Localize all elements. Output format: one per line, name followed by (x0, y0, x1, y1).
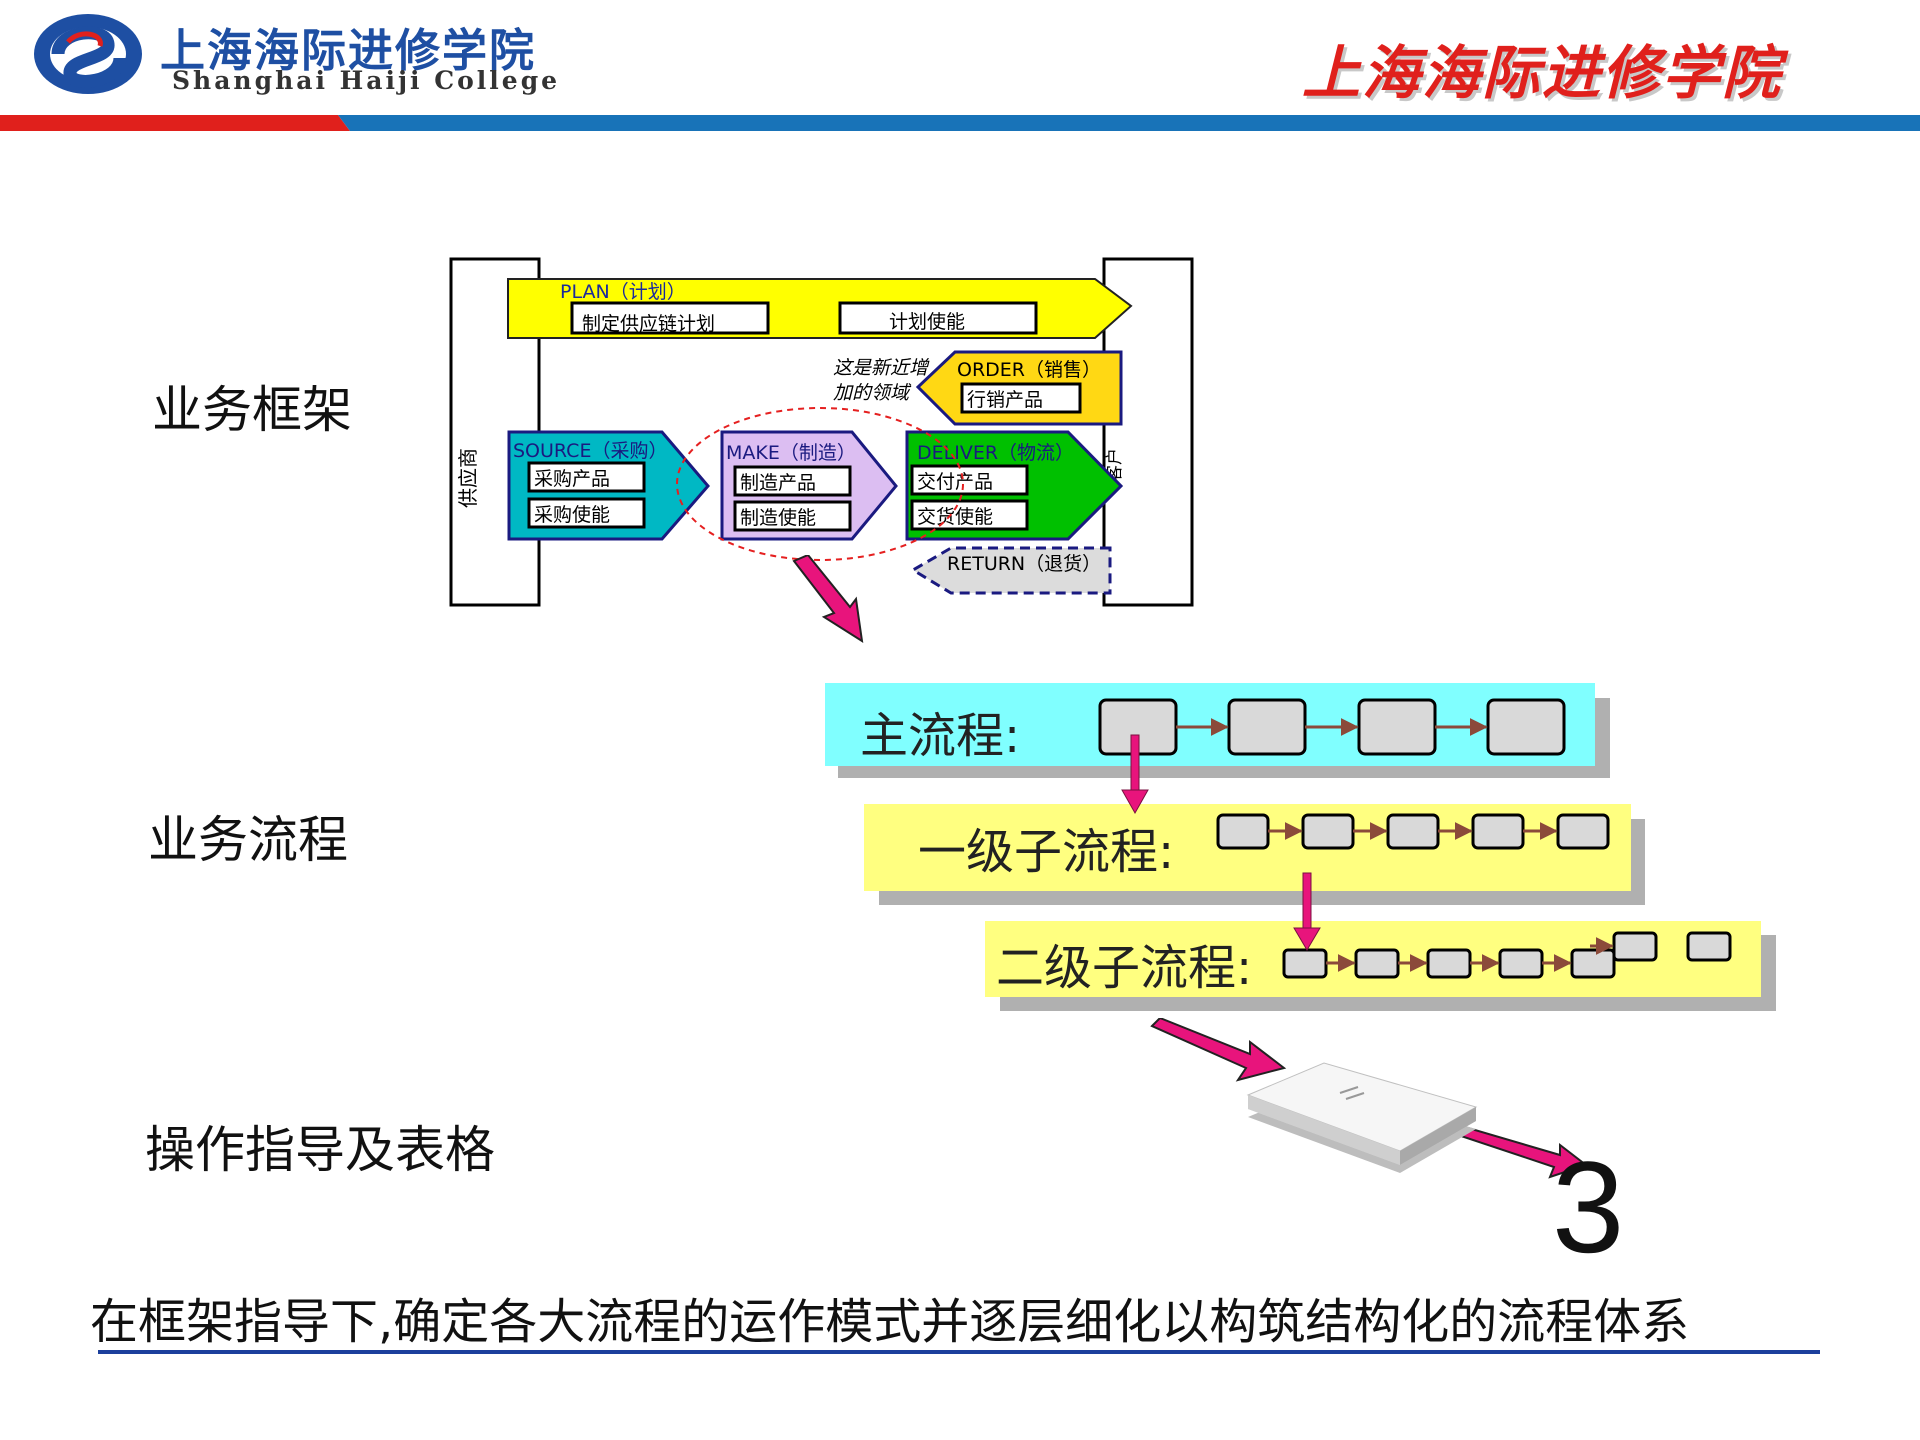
footer-statement: 在框架指导下,确定各大流程的运作模式并逐层细化以构筑结构化的流程体系 (90, 1294, 1690, 1350)
deliver-box-1-label: 交付产品 (917, 471, 993, 493)
level2-step-5 (1570, 948, 1616, 979)
supplier-label: 供应商 (456, 448, 480, 508)
header: 上海海际进修学院 Shanghai Haiji College 上海海际进修学院 (0, 0, 1920, 135)
deliver-box-2-label: 交货使能 (917, 506, 993, 528)
footer-underline (98, 1350, 1820, 1354)
label-operation-guide: 操作指导及表格 (145, 1121, 495, 1179)
source-box-1-label: 采购产品 (534, 468, 610, 490)
plan-box-1 (570, 301, 770, 335)
level1-step-2 (1301, 813, 1355, 850)
logo-cn: 上海海际进修学院 (160, 24, 537, 77)
main-step-4 (1486, 698, 1566, 756)
source-title: SOURCE（采购） (513, 440, 667, 462)
source-box-2-label: 采购使能 (534, 504, 610, 526)
make-box-1 (733, 465, 852, 497)
framework-diagram: 供应商 客户 PLAN（计划） 制定供应链计划 计划使能 ORDER（销售） 行… (449, 257, 1194, 607)
new-area-note-line1: 这是新近增 (833, 357, 930, 379)
make-box-2 (733, 500, 852, 532)
level2-step-1 (1282, 948, 1328, 979)
label-business-process: 业务流程 (148, 811, 348, 869)
make-box-2-label: 制造使能 (740, 507, 816, 529)
logo-en: Shanghai Haiji College (172, 66, 561, 95)
drilldown-arrow-1 (1121, 734, 1149, 815)
main-step-2 (1227, 698, 1307, 756)
main-step-3 (1357, 698, 1437, 756)
level2-step-7 (1686, 931, 1732, 962)
drilldown-arrow-2 (1293, 872, 1321, 951)
level2-step-4 (1498, 948, 1544, 979)
main-process-panel (825, 683, 1595, 766)
level1-process-label: 一级子流程: (918, 824, 1174, 880)
arrow-to-document-icon (1150, 1018, 1287, 1082)
main-process-label: 主流程: (860, 708, 1020, 764)
order-box (960, 382, 1082, 414)
deliver-box-2 (910, 499, 1029, 531)
level2-step-3 (1426, 948, 1472, 979)
source-box-1 (527, 461, 646, 493)
return-title: RETURN（退货） (947, 553, 1101, 575)
deliver-title: DELIVER（物流） (917, 442, 1074, 464)
level1-step-1 (1216, 813, 1270, 850)
make-highlight-ellipse (676, 407, 964, 561)
new-area-note-line2: 加的领域 (833, 382, 912, 404)
deliver-box-1 (910, 464, 1029, 496)
plan-title: PLAN（计划） (560, 281, 686, 303)
level2-step-6 (1612, 931, 1658, 962)
level1-step-5 (1556, 813, 1610, 850)
make-box-1-label: 制造产品 (740, 472, 816, 494)
arrow-to-process-icon (792, 555, 864, 644)
header-stripe (0, 115, 1920, 131)
arrow-to-number-icon (1450, 1125, 1589, 1179)
return-arrow (910, 546, 1112, 595)
level2-step-2 (1354, 948, 1400, 979)
plan-box-2 (838, 301, 1038, 335)
big-number-three: 3 (1552, 1134, 1625, 1280)
document-stack-icon (1246, 1062, 1478, 1173)
make-title: MAKE（制造） (726, 442, 856, 464)
level2-process-label: 二级子流程: (996, 940, 1252, 996)
order-title: ORDER（销售） (957, 359, 1101, 381)
college-logo-icon (34, 14, 142, 94)
order-box-label: 行销产品 (967, 389, 1043, 411)
plan-box-1-label: 制定供应链计划 (582, 313, 715, 335)
level1-step-3 (1386, 813, 1440, 850)
plan-box-2-label: 计划使能 (889, 311, 965, 333)
customer-frame (1102, 257, 1194, 607)
process-diagram: 主流程: 一级子流程: 二级子流程: (825, 683, 1776, 1011)
source-box-2 (527, 497, 646, 529)
label-business-framework: 业务框架 (152, 381, 352, 439)
level1-step-4 (1471, 813, 1525, 850)
header-title-right: 上海海际进修学院 (1302, 39, 1783, 107)
